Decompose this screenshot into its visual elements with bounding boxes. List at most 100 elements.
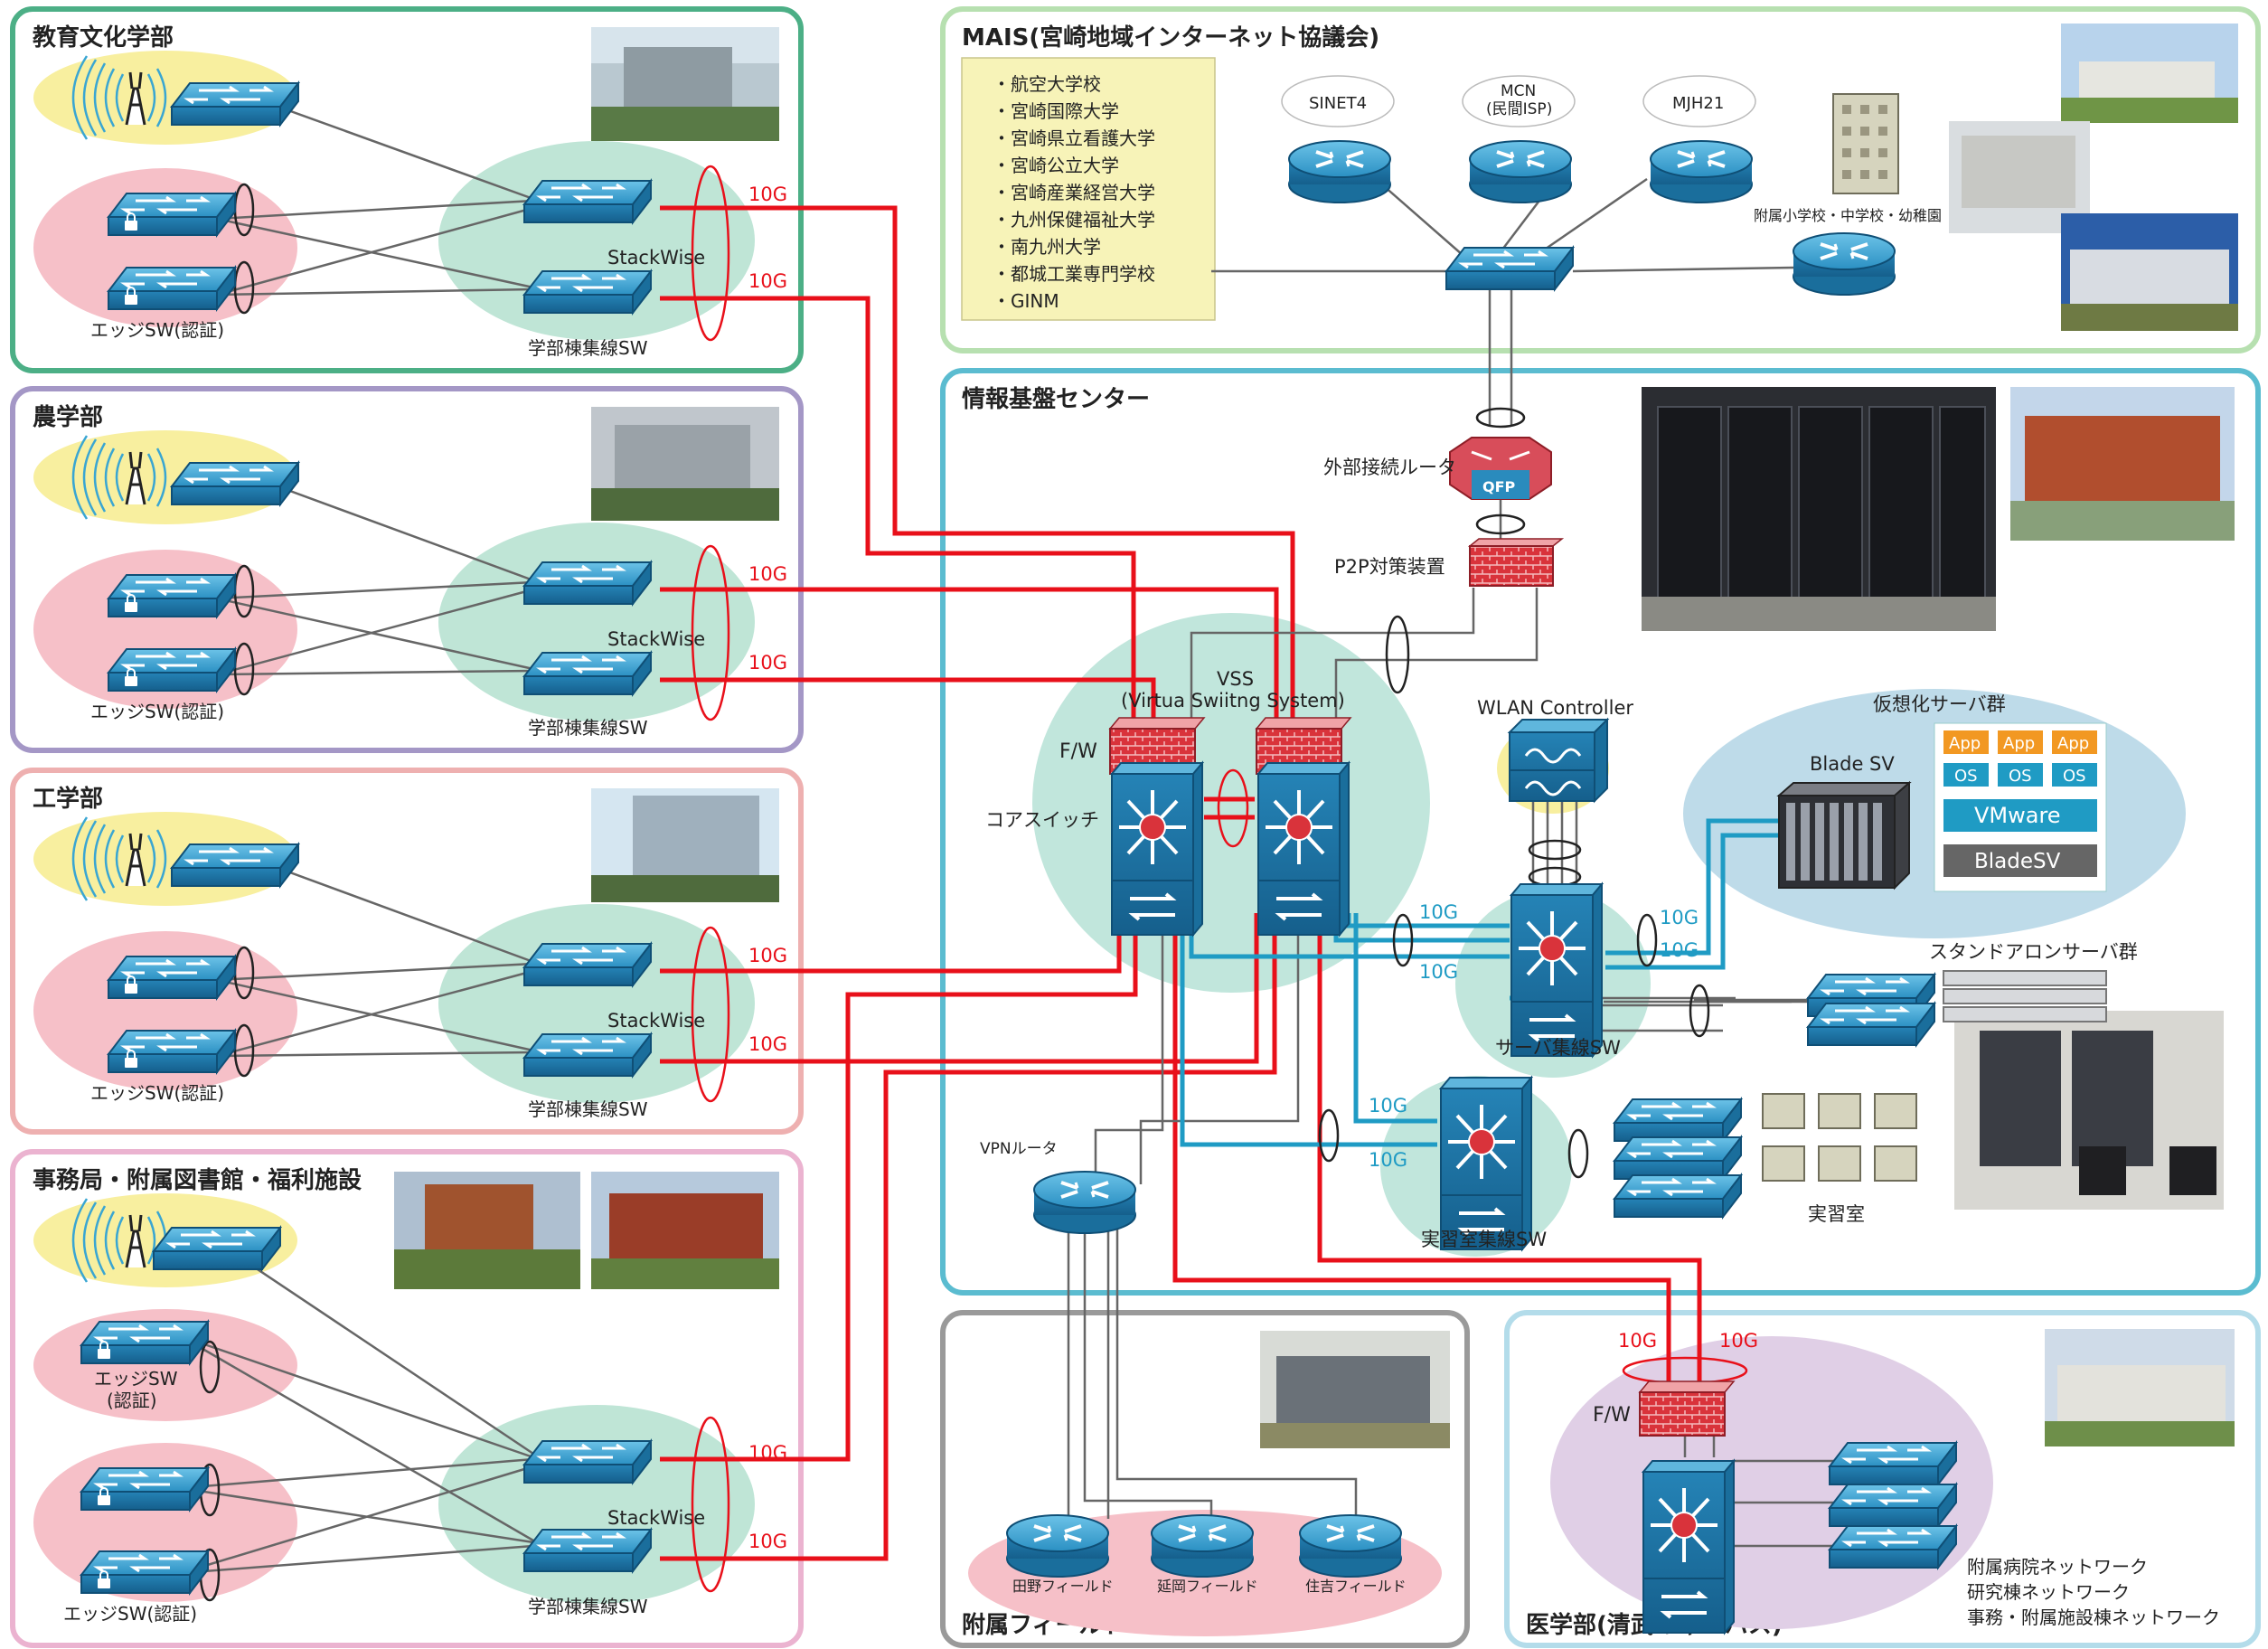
mais-members-note: ・航空大学校 ・宮崎国際大学 ・宮崎県立看護大学 ・宮崎公立大学 ・宮崎産業経営… xyxy=(961,57,1216,321)
standalone-switch[interactable] xyxy=(1806,1002,1936,1047)
router-label: MJH21 xyxy=(1672,94,1724,113)
os-label: OS xyxy=(2063,767,2086,786)
virt-group-label: 仮想化サーバ群 xyxy=(1873,693,2006,715)
server-agg-label: サーバ集線SW xyxy=(1495,1037,1621,1059)
medical-switch[interactable] xyxy=(1828,1441,1958,1486)
edge-switch[interactable] xyxy=(170,461,300,506)
p2p-device[interactable] xyxy=(1467,538,1565,587)
edge-switch[interactable] xyxy=(108,649,235,691)
stack-switch-1[interactable] xyxy=(522,1439,653,1484)
stack-switch-2[interactable] xyxy=(522,651,653,696)
edge-switch[interactable] xyxy=(170,843,300,888)
field-router-icon[interactable] xyxy=(1005,1513,1110,1578)
panel-title: MAIS(宮崎地域インターネット協議会) xyxy=(962,24,1379,52)
member-item: ・GINM xyxy=(993,290,1059,312)
medical-network-label: 事務・附属施設棟ネットワーク xyxy=(1967,1607,2220,1628)
panel-title: 情報基盤センター xyxy=(962,386,1150,413)
medical-fw-label: F/W xyxy=(1593,1404,1631,1427)
lab-switch[interactable] xyxy=(1613,1173,1743,1219)
building-photo xyxy=(591,788,779,902)
stack-switch-1[interactable] xyxy=(522,179,653,224)
edge-label: エッジSW(認証) xyxy=(90,1082,224,1104)
edge-switch[interactable] xyxy=(108,193,235,235)
panel-title: 農学部 xyxy=(33,403,103,431)
stack-switch-1[interactable] xyxy=(522,942,653,987)
stack-switch-1[interactable] xyxy=(522,561,653,606)
medical-switch[interactable] xyxy=(1828,1524,1958,1569)
vss-label: (Virtua Swiitng System) xyxy=(1121,690,1345,711)
faculty-gray-links xyxy=(180,96,534,1575)
link-label-10g: 10G xyxy=(748,652,787,674)
stack-switch-2[interactable] xyxy=(522,1528,653,1573)
panel-title: 工学部 xyxy=(33,785,103,813)
app-label: App xyxy=(2003,734,2035,753)
member-item: ・宮崎県立看護大学 xyxy=(993,127,1155,149)
engineering-devices: エッジSW(認証) StackWise 学部棟集線SW 10G 10G xyxy=(71,815,787,1120)
vpn-router-icon[interactable] xyxy=(1032,1170,1137,1235)
building-photo xyxy=(591,1172,779,1289)
mais-panel: MAIS(宮崎地域インターネット協議会) xyxy=(940,6,2261,353)
edge-switch[interactable] xyxy=(170,81,300,127)
server-agg-switch[interactable] xyxy=(1510,882,1604,1058)
mais-devices: SINET4 MCN (民間ISP) MJH21 附属小学校・中学校・幼稚園 xyxy=(1281,75,1942,297)
core-switch-1[interactable] xyxy=(1110,761,1204,937)
medical-network-label: 附属病院ネットワーク xyxy=(1967,1556,2148,1578)
edge-switch[interactable] xyxy=(108,268,235,309)
building-photo xyxy=(591,407,779,521)
edge-label: エッジSW(認証) xyxy=(90,319,224,341)
medical-core-switch[interactable] xyxy=(1642,1459,1736,1635)
sinet-router-icon[interactable] xyxy=(1287,139,1392,204)
school-router-icon[interactable] xyxy=(1792,231,1896,297)
edge-switch[interactable] xyxy=(108,956,235,998)
vmware-label: VMware xyxy=(1974,803,2061,828)
link-label-10g: 10G xyxy=(748,1531,787,1552)
lab-switch[interactable] xyxy=(1613,1098,1743,1143)
agg-label: 学部棟集線SW xyxy=(528,1098,648,1120)
stack-switch-2[interactable] xyxy=(522,1032,653,1078)
member-item: ・宮崎国際大学 xyxy=(993,100,1119,122)
edge-switch[interactable] xyxy=(108,575,235,617)
field-router-icon[interactable] xyxy=(1298,1513,1403,1578)
stack-label: StackWise xyxy=(607,1010,705,1032)
external-router[interactable]: QFP xyxy=(1449,437,1552,500)
building-photo xyxy=(591,27,779,141)
medical-10g-label: 10G xyxy=(1618,1330,1657,1352)
building-photo xyxy=(394,1172,580,1289)
red-10g-links xyxy=(660,205,1702,1561)
wlan-controller[interactable] xyxy=(1507,717,1610,804)
cloud-icon xyxy=(1281,75,1395,127)
app-label: App xyxy=(2057,734,2089,753)
field-router-icon[interactable] xyxy=(1150,1513,1255,1578)
medical-switch[interactable] xyxy=(1828,1483,1958,1528)
blade-server[interactable] xyxy=(1776,780,1912,890)
edge-switch[interactable] xyxy=(108,1031,235,1072)
agriculture-devices: エッジSW(認証) StackWise 学部棟集線SW 10G 10G xyxy=(71,434,787,739)
lab-label: 実習室 xyxy=(1808,1203,1865,1225)
standalone-label: スタンドアロンサーバ群 xyxy=(1929,941,2138,963)
member-item: ・宮崎公立大学 xyxy=(993,155,1119,176)
blade-sv-label: Blade SV xyxy=(1810,753,1895,775)
p2p-label: P2P対策装置 xyxy=(1334,556,1445,578)
lab-switch[interactable] xyxy=(1613,1135,1743,1181)
mjh-router-icon[interactable] xyxy=(1649,139,1754,204)
mcn-router-icon[interactable] xyxy=(1468,139,1573,204)
member-item: ・南九州大学 xyxy=(993,236,1101,258)
vss-label: VSS xyxy=(1217,668,1254,690)
hospital-photo xyxy=(2045,1329,2235,1446)
edge-switch[interactable] xyxy=(81,1322,208,1363)
stack-switch-2[interactable] xyxy=(522,269,653,315)
edge-switch[interactable] xyxy=(81,1468,208,1510)
lab-agg-switch[interactable] xyxy=(1439,1076,1533,1251)
stack-label: StackWise xyxy=(607,247,705,269)
standalone-servers[interactable] xyxy=(1943,970,2107,1022)
cloud-icon xyxy=(1642,75,1756,127)
mais-switch[interactable] xyxy=(1445,246,1575,291)
agg-label: 学部棟集線SW xyxy=(528,717,648,739)
edge-switch[interactable] xyxy=(81,1551,208,1593)
member-item: ・宮崎産業経営大学 xyxy=(993,182,1155,203)
edge-switch[interactable] xyxy=(152,1226,282,1271)
vpn-label: VPNルータ xyxy=(980,1140,1058,1158)
core-switch-2[interactable] xyxy=(1256,761,1350,937)
link-label-10g: 10G xyxy=(1419,961,1458,983)
medical-firewall[interactable] xyxy=(1638,1380,1736,1437)
